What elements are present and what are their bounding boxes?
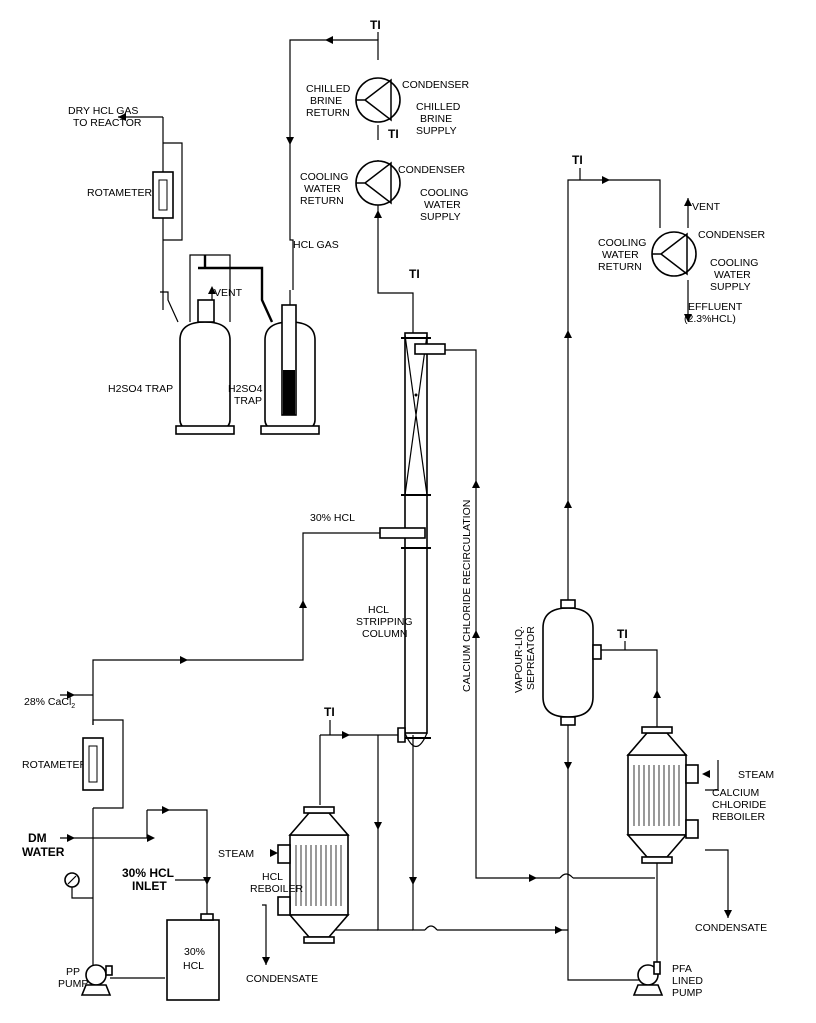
hcl-inlet-label: 30% HCL <box>122 866 174 880</box>
chilled-brine-supply-label: CHILLED <box>416 101 461 113</box>
dry-hcl-label: DRY HCL GAS <box>68 105 138 117</box>
stripping-column-label: COLUMN <box>362 628 408 640</box>
cooling-water-supply-label: SUPPLY <box>710 281 751 293</box>
trap-label: H2SO4 TRAP <box>108 383 173 395</box>
trap-label: H2SO4 <box>228 383 263 395</box>
ti-indicator-reboiler: TI <box>324 705 335 735</box>
vent-label: VENT <box>214 287 243 299</box>
cooling-water-return-label: COOLING <box>598 237 646 249</box>
cooling-water-supply-label: COOLING <box>420 187 468 199</box>
rotameter-top <box>152 171 174 219</box>
condenser-label: CONDENSER <box>402 79 470 91</box>
ti-label: TI <box>388 127 399 141</box>
piping-lines <box>60 39 729 981</box>
calcium-chloride-reboiler: STEAM CALCIUM CHLORIDE REBOILER CONDENSA… <box>626 726 774 934</box>
ti-label: TI <box>370 18 381 32</box>
pfa-lined-pump: PFA LINED PUMP <box>632 961 703 999</box>
ti-indicator-separator: TI <box>617 627 628 650</box>
cacl2-28-label: 28% CaCl2 <box>24 696 75 710</box>
cooling-water-supply-label: WATER <box>424 199 461 211</box>
pfa-pump-label: PUMP <box>672 987 702 999</box>
ti-label: TI <box>617 627 628 641</box>
pfa-pump-label: LINED <box>672 975 703 987</box>
condenser-effluent: VENT CONDENSER COOLING WATER RETURN COOL… <box>598 201 766 325</box>
steam-label: STEAM <box>738 769 774 781</box>
dm-water-label: WATER <box>22 845 65 859</box>
cooling-water-return-label: RETURN <box>300 195 344 207</box>
cooling-water-return-label: RETURN <box>598 261 642 273</box>
rotameter-bottom <box>82 737 104 791</box>
rotameter-label: ROTAMETER <box>87 187 153 199</box>
ti-indicator-condenser: TI <box>388 127 399 141</box>
cacl-reboiler-label: REBOILER <box>712 811 766 823</box>
hcl-inlet-label: INLET <box>132 879 167 893</box>
effluent-label: (2.3%HCL) <box>684 313 736 325</box>
ti-label: TI <box>572 153 583 167</box>
cacl-recirculation-label: CALCIUM CHLORIDE RECIRCULATION <box>461 500 473 692</box>
pipe-crossovers <box>424 873 574 931</box>
hcl-reboiler-label: HCL <box>262 871 283 883</box>
dry-hcl-label: TO REACTOR <box>73 117 142 129</box>
vl-separator-label: SEPREATOR <box>525 626 537 690</box>
pp-pump: PP PUMP <box>58 964 113 996</box>
condenser-chilled-brine: CONDENSER CHILLED BRINE RETURN CHILLED B… <box>306 77 470 137</box>
hcl-30-label: 30% HCL <box>310 512 355 524</box>
cooling-water-return-label: WATER <box>602 249 639 261</box>
cooling-water-supply-label: COOLING <box>710 257 758 269</box>
cacl-reboiler-label: CALCIUM <box>712 787 759 799</box>
effluent-label: EFFLUENT <box>688 301 743 313</box>
hcl-stripping-column: 30% HCL HCL STRIPPING COLUMN <box>310 332 446 748</box>
condensate-label: CONDENSATE <box>246 973 318 985</box>
vl-separator-label: VAPOUR-LIQ. <box>513 626 525 693</box>
vent-label: VENT <box>692 201 721 213</box>
stripping-column-label: STRIPPING <box>356 616 413 628</box>
pp-pump-label: PUMP <box>58 978 88 990</box>
dm-water-label: DM <box>28 831 47 845</box>
ti-indicator-top: TI <box>370 18 381 40</box>
chilled-brine-return-label: RETURN <box>306 107 350 119</box>
tank-label: HCL <box>183 960 204 972</box>
hcl-reboiler-label: REBOILER <box>250 883 304 895</box>
hcl-gas-label: HCL GAS <box>293 239 339 251</box>
condensate-label: CONDENSATE <box>695 922 767 934</box>
cooling-water-supply-label: WATER <box>714 269 751 281</box>
condenser-label: CONDENSER <box>398 164 466 176</box>
hcl-storage-tank: 30% HCL <box>166 913 220 1001</box>
chilled-brine-supply-label: SUPPLY <box>416 125 457 137</box>
chilled-brine-return-label: CHILLED <box>306 83 351 95</box>
h2so4-trap-1: VENT H2SO4 TRAP <box>108 254 243 435</box>
cooling-water-return-label: COOLING <box>300 171 348 183</box>
temperature-indicators: TI TI TI TI TI TI <box>324 18 628 735</box>
condenser-cooling-water: CONDENSER COOLING WATER RETURN COOLING W… <box>300 160 468 223</box>
ti-indicator-vapour: TI <box>572 153 583 180</box>
cooling-water-return-label: WATER <box>304 183 341 195</box>
stripping-column-label: HCL <box>368 604 389 616</box>
steam-label: STEAM <box>218 848 254 860</box>
pp-pump-label: PP <box>66 966 80 978</box>
rotameter-label: ROTAMETER <box>22 759 88 771</box>
h2so4-trap-2: H2SO4 TRAP <box>198 255 320 435</box>
tank-label: 30% <box>184 946 205 958</box>
ti-label: TI <box>409 267 420 281</box>
dry-hcl-section: DRY HCL GAS TO REACTOR ROTAMETER <box>68 105 174 219</box>
hcl-reboiler: STEAM HCL REBOILER CONDENSATE <box>218 806 350 985</box>
ti-label: TI <box>324 705 335 719</box>
pfa-pump-label: PFA <box>672 963 692 975</box>
chilled-brine-return-label: BRINE <box>310 95 342 107</box>
pressure-gauge-icon <box>64 872 80 888</box>
trap-label: TRAP <box>234 395 262 407</box>
vapour-liquid-separator: VAPOUR-LIQ. SEPREATOR <box>513 599 602 726</box>
ti-indicator-column: TI <box>409 267 420 281</box>
cooling-water-supply-label: SUPPLY <box>420 211 461 223</box>
condenser-label: CONDENSER <box>698 229 766 241</box>
chilled-brine-supply-label: BRINE <box>420 113 452 125</box>
cacl-reboiler-label: CHLORIDE <box>712 799 766 811</box>
feed-section: 28% CaCl2 ROTAMETER DM WATER 30% HCL INL… <box>22 696 220 1001</box>
